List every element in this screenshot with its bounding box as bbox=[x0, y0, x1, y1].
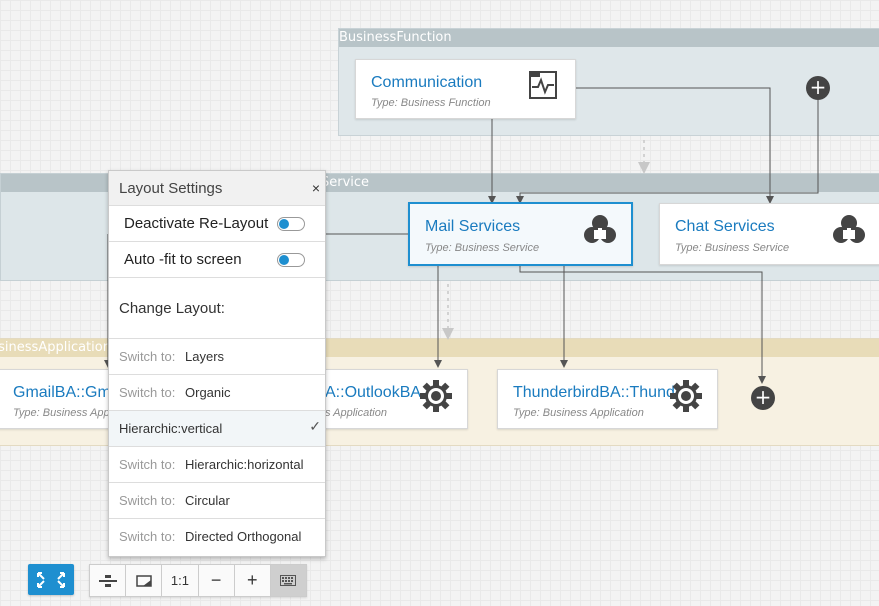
gear-icon bbox=[669, 379, 703, 417]
node-title: GmailBA::Gmail bbox=[13, 384, 120, 401]
node-title: Chat Services bbox=[675, 218, 775, 235]
expand-icon bbox=[37, 572, 65, 588]
layout-settings-panel: Layout Settings × Deactivate Re-Layout A… bbox=[108, 170, 326, 557]
layout-option-organic[interactable]: Switch to: Organic bbox=[109, 375, 325, 411]
node-outlook[interactable]: A::OutlookBA s Application bbox=[300, 369, 468, 429]
layout-icon bbox=[98, 574, 117, 587]
option-prefix: Switch to: bbox=[119, 349, 176, 364]
deactivate-relayout-toggle[interactable] bbox=[277, 217, 305, 231]
layout-option-circular[interactable]: Switch to: Circular bbox=[109, 483, 325, 519]
layout-option-hierarchic-horizontal[interactable]: Switch to: Hierarchic:horizontal bbox=[109, 447, 325, 483]
node-communication[interactable]: Communication Type: Business Function bbox=[355, 59, 576, 119]
business-service-icon bbox=[832, 214, 866, 250]
overview-button[interactable] bbox=[126, 565, 163, 596]
option-prefix: Switch to: bbox=[119, 385, 176, 400]
option-prefix: Switch to: bbox=[119, 529, 176, 544]
node-thunderbird[interactable]: ThunderbirdBA::Thund Type: Business Appl… bbox=[497, 369, 718, 429]
edge bbox=[519, 264, 766, 384]
function-chart-icon bbox=[529, 71, 557, 103]
toggle-label: Deactivate Re-Layout bbox=[124, 215, 269, 232]
overview-icon bbox=[136, 574, 152, 587]
option-name: Layers bbox=[185, 349, 225, 364]
toggle-knob bbox=[279, 255, 289, 265]
keyboard-button[interactable] bbox=[270, 565, 307, 596]
node-type: Type: Business Service bbox=[425, 242, 540, 254]
check-icon: ✓ bbox=[309, 418, 321, 434]
panel-title: Layout Settings bbox=[119, 180, 223, 197]
layout-option-hierarchic-vertical[interactable]: Hierarchic:vertical ✓ bbox=[109, 411, 325, 447]
node-type: Type: Business Function bbox=[371, 97, 491, 109]
layout-option-directed-orthogonal[interactable]: Switch to: Directed Orthogonal bbox=[109, 519, 325, 554]
option-name: Circular bbox=[185, 493, 230, 508]
node-chat-services[interactable]: Chat Services Type: Business Service bbox=[659, 203, 879, 265]
panel-header: Layout Settings × bbox=[109, 171, 325, 206]
node-gmail[interactable]: GmailBA::Gmail Type: Business Applicatio… bbox=[0, 369, 120, 429]
zoom-toolbar: 1:1 − + bbox=[89, 564, 307, 597]
node-title: Communication bbox=[371, 74, 483, 91]
toggle-row-auto-fit: Auto -fit to screen bbox=[109, 242, 325, 278]
zoom-out-button[interactable]: − bbox=[199, 565, 235, 596]
layout-option-layers[interactable]: Switch to: Layers bbox=[109, 339, 325, 375]
option-prefix: Switch to: bbox=[119, 457, 176, 472]
option-name: Hierarchic:horizontal bbox=[185, 457, 304, 472]
node-type: Type: Business Application bbox=[513, 407, 644, 419]
edge bbox=[575, 87, 774, 204]
fit-to-screen-button[interactable] bbox=[28, 564, 74, 595]
zoom-reset-button[interactable]: 1:1 bbox=[162, 565, 199, 596]
gear-icon bbox=[419, 379, 453, 417]
node-type: Type: Business Service bbox=[675, 242, 790, 254]
keyboard-icon bbox=[280, 575, 297, 586]
option-prefix: Switch to: bbox=[119, 493, 176, 508]
edge bbox=[516, 100, 819, 204]
change-layout-section: Change Layout: bbox=[109, 278, 325, 339]
node-title: A::OutlookBA bbox=[325, 384, 422, 401]
node-title: ThunderbirdBA::Thund bbox=[513, 384, 675, 401]
toggle-row-deactivate-relayout: Deactivate Re-Layout bbox=[109, 206, 325, 242]
option-name: Directed Orthogonal bbox=[185, 529, 302, 544]
add-node-button[interactable]: + bbox=[806, 76, 830, 100]
node-type: s Application bbox=[325, 407, 387, 419]
lane-header: BusinessFunction bbox=[339, 29, 879, 47]
business-service-icon bbox=[583, 214, 617, 250]
option-name: Organic bbox=[185, 385, 231, 400]
node-title: Mail Services bbox=[425, 218, 521, 235]
option-name: Hierarchic:vertical bbox=[119, 421, 223, 436]
zoom-in-button[interactable]: + bbox=[235, 565, 271, 596]
node-mail-services[interactable]: Mail Services Type: Business Service bbox=[408, 202, 633, 266]
toggle-knob bbox=[279, 219, 289, 229]
auto-fit-toggle[interactable] bbox=[277, 253, 305, 267]
close-icon[interactable]: × bbox=[311, 180, 320, 196]
add-node-button[interactable]: + bbox=[751, 386, 775, 410]
node-type: Type: Business Application bbox=[13, 407, 119, 419]
layout-button[interactable] bbox=[90, 565, 127, 596]
change-layout-label: Change Layout: bbox=[119, 300, 225, 317]
toggle-label: Auto -fit to screen bbox=[124, 251, 242, 268]
